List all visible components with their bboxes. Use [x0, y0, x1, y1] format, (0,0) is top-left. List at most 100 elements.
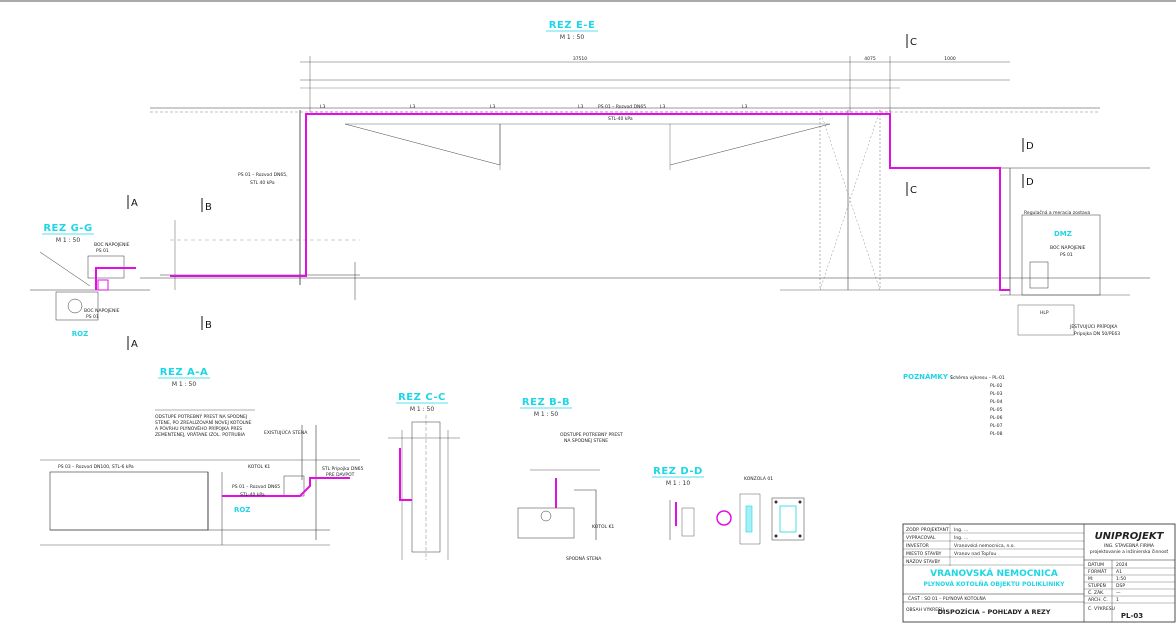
section-gg-title: REZ G-G	[43, 223, 92, 234]
truss-1	[344, 123, 501, 166]
l3-label: L3	[660, 104, 666, 110]
svg-text:B: B	[205, 202, 212, 213]
gg-footing	[55, 291, 99, 321]
bb-wall-label: SPODNÁ STENA	[566, 555, 602, 562]
svg-text:B: B	[205, 320, 212, 331]
dim-right-2: 1000	[944, 56, 956, 62]
l3-label: L3	[742, 104, 748, 110]
title-block-right-value: —	[1116, 591, 1121, 596]
section-bb-scale: M 1 : 50	[534, 411, 559, 418]
dd-bolt	[774, 534, 778, 538]
section-ee-title: REZ E-E	[549, 20, 596, 31]
section-gg-scale: M 1 : 50	[56, 237, 81, 244]
sub-row: ČASŤ : SO 01 – PLYNOVÁ KOTOLŇA	[908, 594, 987, 602]
hlp-label: HLP	[1040, 310, 1049, 316]
aa-note-4: ZEMENTENEJ, VRÁTANE IZOL. POTRUBIA	[155, 431, 246, 438]
section-aa-title: REZ A-A	[160, 367, 208, 378]
gg-roz-label: ROZ	[72, 330, 88, 338]
dd-anchor	[745, 505, 753, 533]
ps01-top-label: PS 01 – Rozvod DN65	[598, 104, 646, 110]
ps01-top-kpa: STL-40 kPa	[608, 116, 633, 122]
section-dd-scale: M 1 : 10	[666, 480, 691, 487]
notes-item: PL-05	[990, 407, 1003, 413]
section-bb-title: REZ B-B	[522, 397, 570, 408]
title-block-row-label: INVESTOR	[906, 543, 929, 549]
section-marker-b-bottom: B	[201, 316, 212, 331]
dim-right: 4075	[864, 56, 876, 62]
aa-existing-wall: EXISTUJÚCA STENA	[264, 429, 308, 436]
aa-ps03-label: PS 03 – Rozvod DN100, STL-6 kPa	[58, 464, 134, 470]
boc-napojenie-label: BOC NAPOJENIE	[1050, 245, 1086, 251]
aa-note-1: ODSTUPE POTREBNÝ PREST NA SPODNEJ	[155, 413, 247, 420]
bb-burner	[540, 510, 552, 522]
ps01-left-kpa: STL 40 kPa	[250, 180, 275, 186]
title-block-row-label: NÁZOV STAVBY	[906, 558, 940, 565]
aa-roz-label: ROZ	[234, 506, 250, 514]
drawing-label: OBSAH VÝKRESU	[906, 606, 944, 613]
title-block-right-label: M:	[1088, 576, 1093, 582]
svg-text:A: A	[131, 339, 138, 350]
title-block-right-label: DÁTUM	[1088, 561, 1104, 568]
gg-boc-ps-2: PS 01	[86, 314, 99, 320]
project-name: VRANOVSKÁ NEMOCNICA	[930, 567, 1058, 579]
regulation-note: Regulačná a meracia zostava	[1024, 209, 1090, 216]
notes-item: PL-02	[990, 383, 1003, 389]
dd-bolt	[798, 500, 802, 504]
section-gg: REZ G-G M 1 : 50 ROZ BOC NAPOJENIE PS 01…	[30, 195, 150, 350]
hup-label-2: Prípojka DN 50/PE63	[1074, 330, 1120, 337]
notes-item: Schéma výkresu – PL-01	[950, 374, 1005, 381]
aa-davpot-label: PRE DAVPOT	[326, 472, 355, 478]
bb-note-1: ODSTUPE POTREBNÝ PREST	[560, 431, 623, 438]
l3-label: L3	[410, 104, 416, 110]
gas-pipe-ps01	[170, 113, 1010, 291]
title-block-right-value: A1	[1116, 569, 1122, 575]
regulator-box	[1029, 261, 1049, 289]
notes-item: PL-04	[990, 399, 1003, 405]
svg-text:D: D	[1026, 141, 1034, 152]
section-ee: REZ E-E M 1 : 50 37510 4075 1000	[140, 20, 1150, 337]
section-cc-title: REZ C-C	[398, 392, 446, 403]
section-marker-b-top: B	[201, 198, 212, 213]
aa-note-2: STENE, PO ZREALIZOVANÍ NOVEJ KOTOLNE	[155, 419, 252, 426]
gg-gas-pipe	[95, 267, 136, 290]
section-cc-scale: M 1 : 50	[410, 406, 435, 413]
drawing-no-label: Č. VÝKRESU	[1088, 605, 1115, 612]
title-block-row-label: MIESTO STAVBY	[906, 551, 942, 557]
title-block-right-label: FORMÁT	[1088, 568, 1107, 575]
title-block-right-value: 1:50	[1116, 576, 1126, 582]
aa-stl-label: STL Prípojka DN65	[322, 465, 364, 472]
dd-plate-inner	[779, 505, 797, 533]
title-block-right-label: STUPEŇ	[1088, 582, 1106, 589]
notes-item: PL-03	[990, 391, 1003, 397]
bb-kotol	[517, 507, 575, 539]
title-block-right-label: Č. ZÁK.	[1088, 589, 1105, 596]
bb-note-2: NA SPODNEJ STENE	[564, 438, 608, 444]
hup-label: JESTVUJÚCI PRÍPOJKA	[1069, 323, 1118, 330]
svg-text:C: C	[910, 37, 917, 48]
svg-text:D: D	[1026, 177, 1034, 188]
l3-label: L3	[490, 104, 496, 110]
gg-slope	[39, 251, 91, 287]
section-marker-d-mid: D	[1022, 174, 1034, 188]
title-block-row-label: ZODP. PROJEKTANT	[906, 527, 949, 533]
notes-item: PL-08	[990, 431, 1003, 437]
aa-note-3: A POVRHU PLYNOVÉHO PRÍPOJKA PRES	[155, 424, 242, 432]
gg-pipe-section	[67, 298, 83, 314]
aa-ps01-kpa: STL-40 kPa	[240, 492, 265, 498]
gg-boc-ps: PS 01	[96, 248, 109, 254]
section-aa: REZ A-A M 1 : 50 ODSTUPE POTREBNÝ PREST …	[40, 367, 364, 546]
dd-pipe-section	[716, 510, 732, 526]
l3-label: L3	[578, 104, 584, 110]
section-bb: REZ B-B M 1 : 50 ODSTUPE POTREBNÝ PREST …	[517, 397, 623, 562]
drawing-title: DISPOZÍCIA – POHĽADY A REZY	[938, 607, 1051, 616]
section-dd: REZ D-D M 1 : 10 KONZOLA 01	[652, 466, 805, 545]
drawing-number: PL-03	[1121, 612, 1143, 620]
gg-boc-label-2: BOC NAPOJENIE	[84, 308, 120, 314]
notes-title: POZNÁMKY :	[903, 372, 953, 381]
section-aa-scale: M 1 : 50	[172, 381, 197, 388]
foundation-detail	[1017, 304, 1075, 336]
dd-konzola	[739, 493, 761, 545]
